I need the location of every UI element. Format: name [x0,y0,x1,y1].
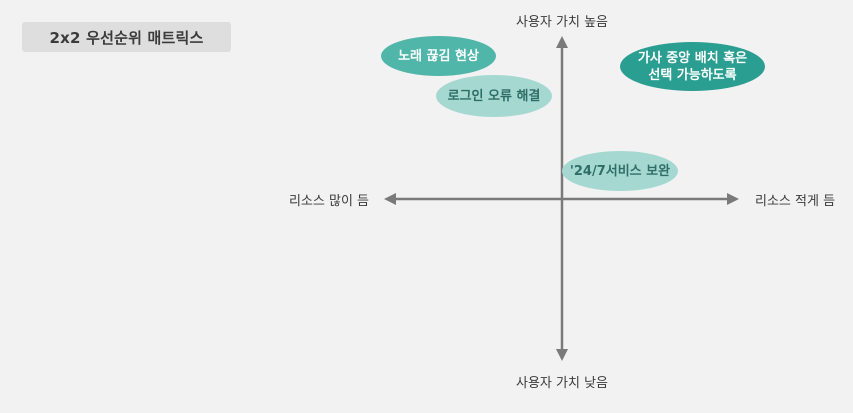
arrow-up-icon [556,36,568,48]
item-label-line-2: 선택 가능하도록 [648,67,737,83]
item-label: '24/7서비스 보완 [569,163,671,179]
arrow-down-icon [556,349,568,361]
axis-label-high-resource: 리소스 많이 듬 [288,194,369,209]
item-lyrics-center: 가사 중앙 배치 혹은 선택 가능하도록 [620,42,765,91]
axis-label-high-value: 사용자 가치 높음 [516,15,608,30]
arrow-right-icon [727,193,739,205]
item-label: 노래 끊김 현상 [398,48,479,64]
item-label: 로그인 오류 해결 [447,88,541,104]
matrix-title: 2x2 우선순위 매트릭스 [22,22,231,52]
axis-label-low-resource: 리소스 적게 듬 [755,194,836,209]
item-song-interruption: 노래 끊김 현상 [381,36,496,76]
item-24-7-service: '24/7서비스 보완 [562,151,678,191]
arrow-left-icon [384,193,396,205]
item-label-line-1: 가사 중앙 배치 혹은 [637,50,748,66]
axis-label-low-value: 사용자 가치 낮음 [516,376,608,391]
item-login-error: 로그인 오류 해결 [436,75,552,117]
